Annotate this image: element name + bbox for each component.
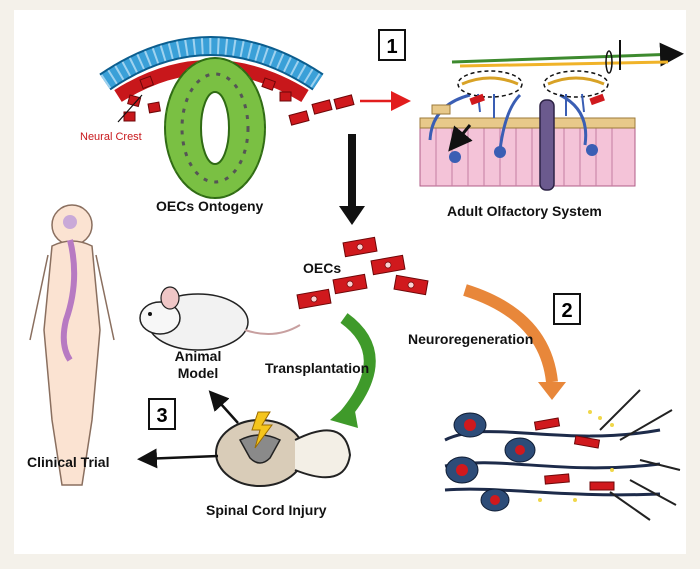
neural-crest-label: Neural Crest: [80, 131, 142, 143]
regenerating-tissue: [444, 389, 681, 521]
oecs-label: OECs: [303, 260, 342, 276]
neuroregeneration-arrowhead: [538, 382, 566, 400]
olfactory-nerve-layer: [431, 40, 684, 118]
transplantation-arrow: [340, 313, 376, 419]
neural-tube: [164, 57, 266, 199]
adult-olfactory-system-label: Adult Olfactory System: [447, 203, 602, 219]
human-illustration: [29, 204, 115, 486]
neural-crest-pointer: [117, 94, 143, 123]
step-number-3: 3: [148, 398, 176, 430]
step-number-1: 1: [378, 29, 406, 61]
olfactory-epithelium: [419, 93, 636, 191]
spinal-to-clinical-arrow: [137, 448, 219, 469]
step-number-2: 2: [553, 293, 581, 325]
ontogeny-to-oecs-arrowhead: [339, 206, 365, 225]
neuroregeneration-label: Neuroregeneration: [408, 331, 534, 347]
ectoderm-layer: [99, 36, 324, 102]
transplantation-label: Transplantation: [265, 360, 370, 376]
oec-nuclei: [310, 243, 415, 303]
neural-crest-cells: [123, 75, 292, 122]
oecs-ontogeny-label: OECs Ontogeny: [156, 198, 264, 214]
transplantation-arrowhead: [330, 400, 358, 428]
spinal-to-animal-arrow: [208, 390, 239, 424]
clinical-trial-label: Clinical Trial: [27, 454, 110, 470]
neuroregeneration-arrow: [463, 284, 558, 383]
animal-model-label: Animal Model: [174, 348, 222, 381]
mouse-illustration: [139, 286, 301, 351]
spinal-cord-illustration: [215, 411, 352, 487]
spinal-cord-injury-label: Spinal Cord Injury: [206, 502, 327, 518]
migrating-oecs: [288, 94, 355, 126]
